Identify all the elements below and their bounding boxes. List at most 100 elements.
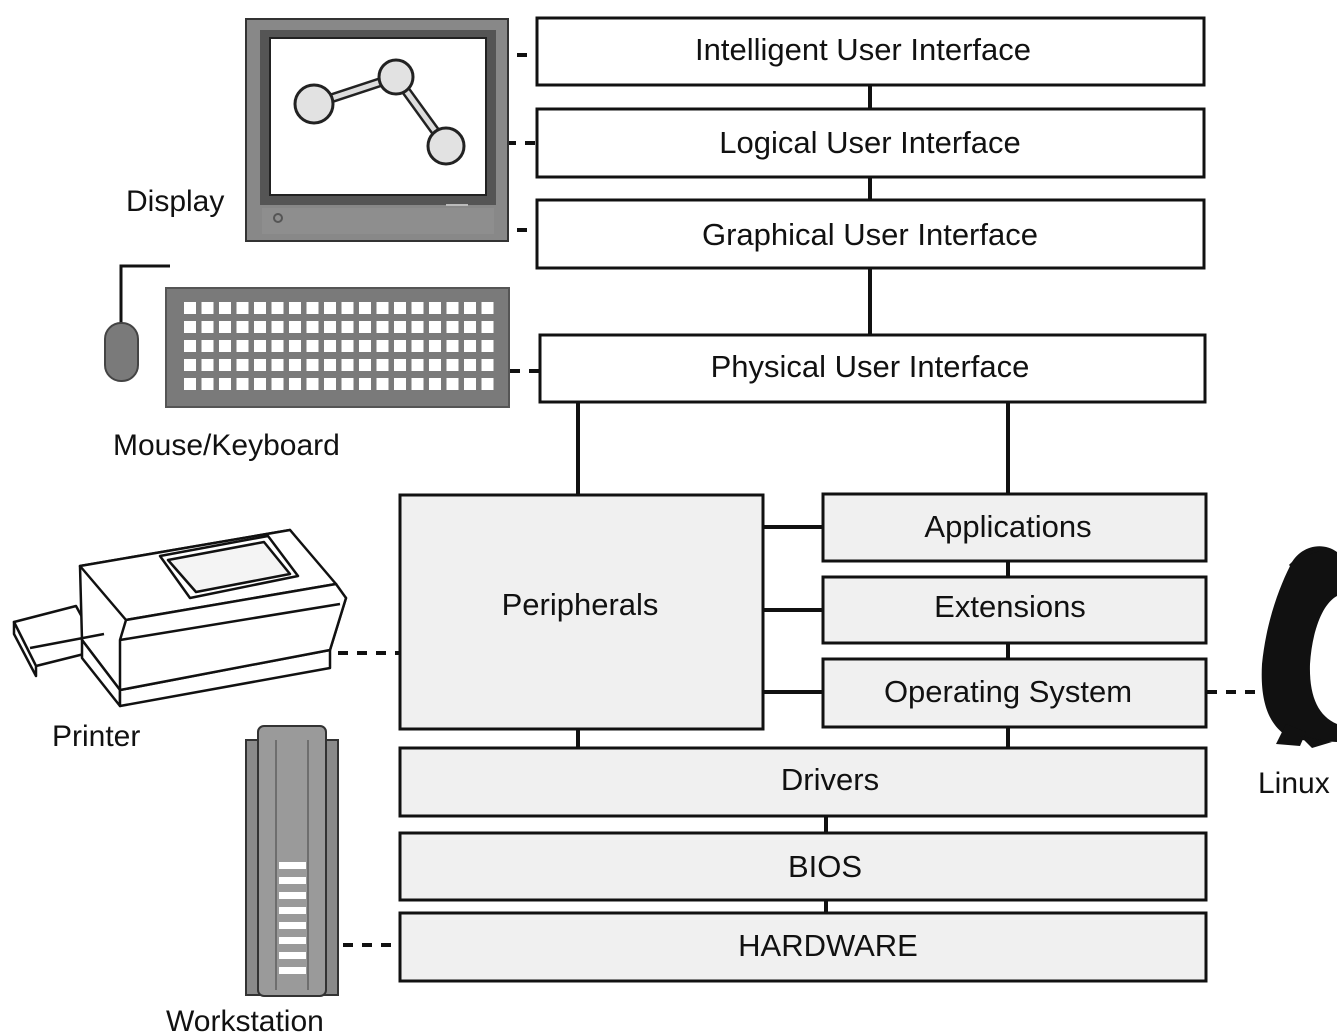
layer-extensions-label: Extensions	[934, 589, 1086, 624]
keyboard-key	[429, 321, 441, 333]
keyboard-key	[271, 359, 284, 371]
keyboard-key	[236, 302, 249, 314]
printer-label: Printer	[52, 720, 140, 753]
monitor-icon	[245, 18, 509, 242]
keyboard-key	[201, 359, 214, 371]
keyboard-key	[446, 340, 459, 352]
mouse-icon	[104, 264, 170, 382]
keyboard-key	[464, 321, 476, 333]
keyboard-key	[481, 378, 494, 390]
keyboard-key	[201, 321, 214, 333]
keyboard-keys	[184, 302, 494, 390]
keyboard-key	[236, 378, 249, 390]
keyboard-key	[219, 359, 231, 371]
keyboard-key	[254, 302, 266, 314]
keyboard-key	[201, 302, 214, 314]
keyboard-key	[376, 302, 389, 314]
keyboard-key	[236, 321, 249, 333]
layer-extensions: Extensions	[821, 575, 1208, 645]
layer-operating-system: Operating System	[821, 657, 1208, 729]
tower-vents	[279, 862, 306, 974]
keyboard-key	[324, 321, 336, 333]
tower-vent-slot	[279, 892, 306, 899]
keyboard-key	[254, 378, 266, 390]
layer-intelligent-ui-label: Intelligent User Interface	[695, 32, 1031, 67]
keyboard-key	[394, 321, 406, 333]
keyboard-key	[306, 359, 319, 371]
keyboard-key	[254, 359, 266, 371]
keyboard-key	[481, 302, 494, 314]
keyboard-key	[184, 359, 196, 371]
keyboard-key	[324, 378, 336, 390]
keyboard-key	[481, 359, 494, 371]
layer-bios-label: BIOS	[788, 849, 862, 884]
keyboard-key	[289, 359, 301, 371]
keyboard-key	[289, 302, 301, 314]
keyboard-key	[201, 340, 214, 352]
keyboard-key	[481, 321, 494, 333]
linux-label: Linux	[1258, 767, 1330, 800]
keyboard-key	[306, 340, 319, 352]
layer-bios: BIOS	[398, 831, 1208, 902]
keyboard-key	[376, 340, 389, 352]
workstation-label: Workstation	[166, 1005, 324, 1036]
keyboard-key	[184, 302, 196, 314]
keyboard-key	[429, 378, 441, 390]
keyboard-key	[429, 359, 441, 371]
keyboard-key	[394, 340, 406, 352]
keyboard-key	[289, 340, 301, 352]
keyboard-key	[394, 359, 406, 371]
keyboard-key	[411, 321, 424, 333]
keyboard-key	[446, 378, 459, 390]
tower-vent-slot	[279, 907, 306, 914]
keyboard-key	[411, 302, 424, 314]
keyboard-key	[376, 378, 389, 390]
keyboard-key	[184, 340, 196, 352]
keyboard-key	[411, 378, 424, 390]
layer-hardware-label: HARDWARE	[738, 928, 918, 963]
keyboard-key	[446, 359, 459, 371]
keyboard-key	[464, 302, 476, 314]
keyboard-key	[306, 321, 319, 333]
keyboard-key	[429, 302, 441, 314]
layer-hardware: HARDWARE	[398, 911, 1208, 983]
keyboard-key	[429, 340, 441, 352]
layer-logical-ui: Logical User Interface	[535, 107, 1206, 179]
keyboard-key	[411, 340, 424, 352]
keyboard-key	[446, 302, 459, 314]
keyboard-key	[376, 321, 389, 333]
tower-vent-slot	[279, 922, 306, 929]
keyboard-key	[271, 378, 284, 390]
workstation-tower-icon	[245, 725, 339, 997]
keyboard-icon	[165, 287, 510, 408]
layer-applications-label: Applications	[924, 509, 1091, 544]
keyboard-key	[341, 321, 354, 333]
keyboard-key	[306, 302, 319, 314]
keyboard-key	[359, 340, 371, 352]
keyboard-key	[254, 321, 266, 333]
keyboard-key	[219, 321, 231, 333]
tower-vent-slot	[279, 877, 306, 884]
keyboard-key	[219, 378, 231, 390]
layer-peripherals-label: Peripherals	[502, 587, 659, 622]
device-links	[338, 53, 1268, 947]
keyboard-key	[359, 302, 371, 314]
mouse-keyboard-label: Mouse/Keyboard	[113, 429, 340, 462]
keyboard-key	[481, 340, 494, 352]
keyboard-key	[271, 302, 284, 314]
keyboard-key	[464, 359, 476, 371]
layer-drivers-label: Drivers	[781, 762, 879, 797]
tower-vent-slot	[279, 937, 306, 944]
keyboard-key	[219, 340, 231, 352]
keyboard-key	[324, 340, 336, 352]
printer-icon	[12, 528, 348, 708]
keyboard-key	[341, 340, 354, 352]
keyboard-key	[464, 340, 476, 352]
layer-drivers: Drivers	[398, 746, 1208, 818]
keyboard-key	[359, 321, 371, 333]
keyboard-key	[324, 359, 336, 371]
keyboard-key	[236, 340, 249, 352]
penguin-icon	[1261, 546, 1337, 748]
keyboard-key	[446, 321, 459, 333]
